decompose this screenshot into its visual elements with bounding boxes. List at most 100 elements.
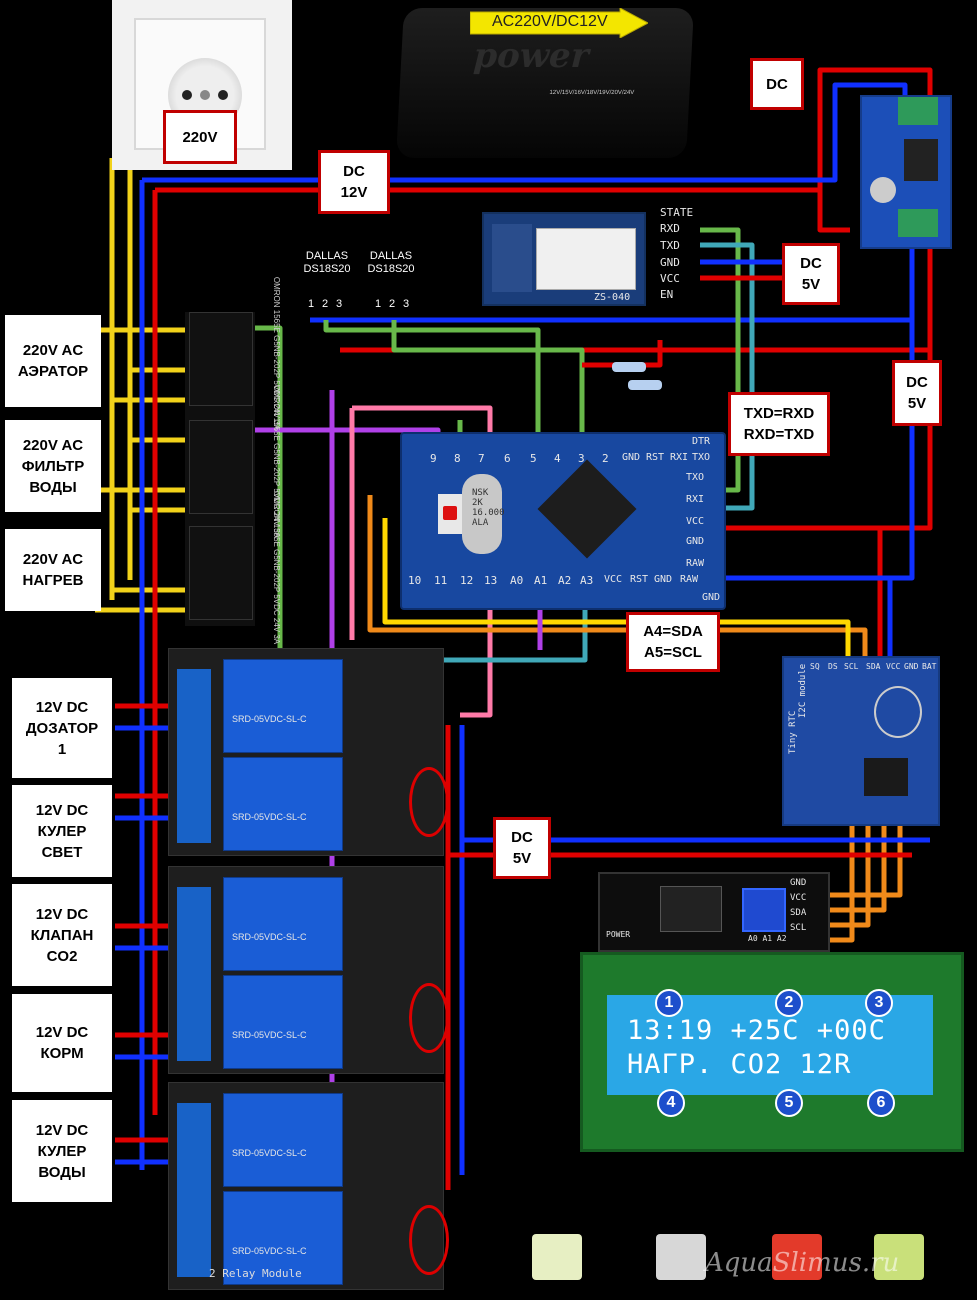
pin-2: 2 [602,452,609,465]
sensor-2-pin-3: 3 [403,298,410,310]
ac-load-heater: 220V AC НАГРЕВ [5,529,101,611]
marker-5: 5 [775,1089,803,1117]
dc-load-doser: 12V DC ДОЗАТОР 1 [12,678,112,778]
pin-a0: A0 [510,574,524,587]
crystal-icon [462,474,502,554]
pin-a1: A1 [534,574,548,587]
label-rail-5v-bottom: DC 5V [493,817,551,879]
pin-rst-2: RST [630,574,649,585]
i2c-pin-gnd: GND [790,878,807,888]
lcd-row-1: 13:19 +25C +00C [627,1015,886,1046]
rtc-pin-vcc: VCC [886,662,901,671]
socket-pin-icon [218,90,228,100]
pin-rxi: RXI [670,452,689,463]
pin-right-vcc: VCC [686,516,705,527]
pin-right-rxi: RXI [686,494,705,505]
pin-3: 3 [578,452,585,465]
marker-1: 1 [655,989,683,1017]
rtc-pin-gnd: GND [904,662,919,671]
pin-dtr: DTR [692,436,711,447]
pin-raw: RAW [680,574,699,585]
arduino-pro-mini: NSK 2K 16.000 ALA 9 8 7 6 5 4 3 2 GND RS… [400,432,726,610]
lcd-row-2: НАГР. CO2 12R [627,1049,852,1080]
jumper-highlight-icon [409,983,449,1053]
led-panel-4 [854,1220,944,1290]
sensor-1-pin-1: 1 [308,298,315,310]
sensor-1-pins: 1 2 3 [306,298,356,314]
jumper-highlight-icon [409,767,449,837]
socket-pin-icon [182,90,192,100]
label-220v: 220V [163,110,237,164]
pin-gnd-2: GND [654,574,673,585]
label-dc: DC [750,58,804,110]
bt-pin-en: EN [660,288,674,301]
label-uart-swap: TXD=RXD RXD=TXD [728,392,830,456]
bt-pin-vcc: VCC [660,272,680,285]
rtc-subtitle: I2C module [798,663,808,718]
bluetooth-module: ZS-040 [482,212,646,306]
crystal-text: NSK 2K 16.000 ALA [472,488,505,528]
led-chip-icon [656,1234,706,1280]
psu-brand: power [472,36,590,76]
marker-2: 2 [775,989,803,1017]
watermark: AquaSlimus.ru [705,1248,900,1278]
ac-load-filter: 220V AC ФИЛЬТР ВОДЫ [5,420,101,512]
label-rail-5v: DC 5V [892,360,942,426]
pin-a2: A2 [558,574,572,587]
led-panel-3 [752,1220,842,1290]
sensor-data-wire [323,320,585,450]
marker-4: 4 [657,1089,685,1117]
bt-pin-gnd: GND [660,256,680,269]
led-chip-icon [772,1234,822,1280]
pin-7: 7 [478,452,485,465]
dc12-plus-wire [152,67,933,1115]
led-chip-icon [874,1234,924,1280]
pin-9: 9 [430,452,437,465]
relay-module-2: SRD-05VDC-SL-C SRD-05VDC-SL-C [168,866,449,1074]
i2c-pin-vcc: VCC [790,893,807,903]
bt-pins: STATE RXD TXD GND VCC EN [660,206,710,306]
potentiometer-icon [742,888,786,932]
marker-3: 3 [865,989,893,1017]
i2c-backpack: POWER A0 A1 A2 GND VCC SDA SCL [598,872,830,952]
pin-8: 8 [454,452,461,465]
pin-rst: RST [646,452,665,463]
relay-module-3: SRD-05VDC-SL-C SRD-05VDC-SL-C 2 Relay Mo… [168,1082,449,1290]
bt-model: ZS-040 [594,292,631,303]
sensor-1-pin-2: 2 [322,298,329,310]
psu-voltages: 12V/15V/16V/18V/19V/20V/24V [549,90,635,96]
rtc-lcd-wire [826,812,903,943]
rtc-pin-sq: SQ [810,662,820,671]
relay-3b-text: SRD-05VDC-SL-C [232,1246,307,1256]
relay-1a-text: SRD-05VDC-SL-C [232,714,307,724]
rtc-pin-sda: SDA [866,662,881,671]
label-stepdown-5v: DC 5V [782,243,840,305]
pin-12: 12 [460,574,474,587]
dc-load-co2-valve: 12V DC КЛАПАН CO2 [12,884,112,986]
led-panel-2 [636,1220,726,1290]
relay-2a-text: SRD-05VDC-SL-C [232,932,307,942]
bt-pin-state: STATE [660,206,694,219]
pin-11: 11 [434,574,448,587]
label-dc-12v: DC 12V [318,150,390,214]
relay-2b-text: SRD-05VDC-SL-C [232,1030,307,1040]
dc-load-water-fan: 12V DC КУЛЕР ВОДЫ [12,1100,112,1202]
relay-module-footer: 2 Relay Module [209,1267,302,1280]
sensor-2-name: DALLAS DS18S20 [367,250,415,275]
pin-right-raw: RAW [686,558,705,569]
bt-pin-txd: TXD [660,239,680,252]
pin-13: 13 [484,574,498,587]
i2c-wire-orange [367,495,868,660]
marker-6: 6 [867,1089,895,1117]
sensor-2-pins: 1 2 3 [373,298,423,314]
pin-4: 4 [554,452,561,465]
led-chip-icon [532,1234,582,1280]
pin-a3: A3 [580,574,594,587]
i2c-addr: A0 A1 A2 [748,934,787,943]
pin-5: 5 [530,452,537,465]
relay-1b-text: SRD-05VDC-SL-C [232,812,307,822]
rtc-pin-bat: BAT [922,662,937,671]
dc5-minus-wire [310,230,915,660]
resistor-icon [628,380,662,390]
resistor-icon [612,362,646,372]
